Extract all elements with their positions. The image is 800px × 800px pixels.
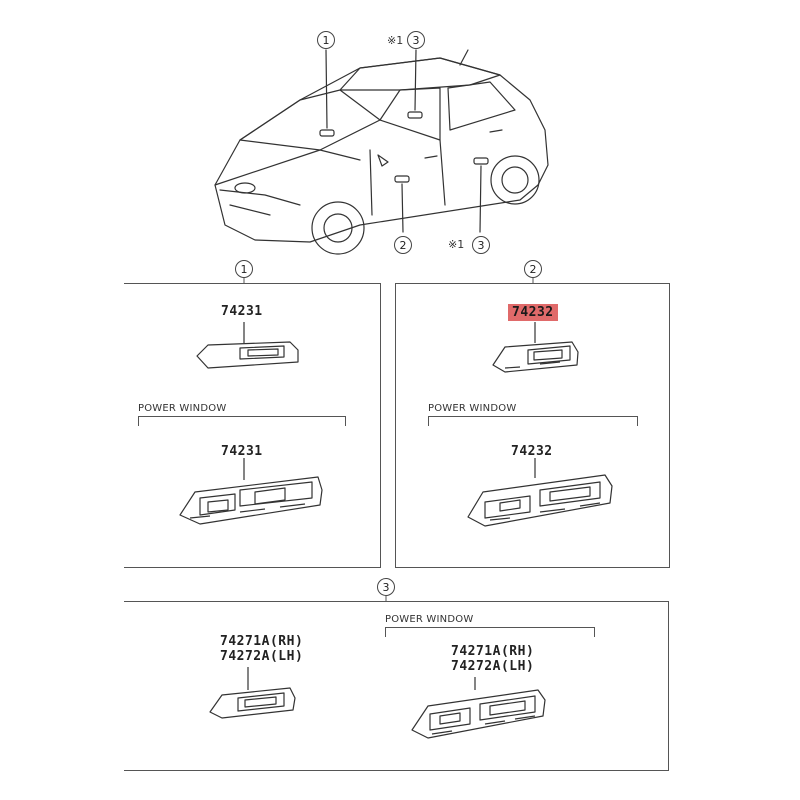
callout-2: 2 [394,236,412,254]
panel-3-right-part-lh: 74272A(LH) [451,659,535,674]
note-mark-top: ※1 [387,34,404,47]
panel-2-bracket [428,416,638,426]
panel-1-group-label: POWER WINDOW [138,403,227,414]
panel-2: 74232 POWER WINDOW 74232 [395,283,670,568]
callout-3-bottom: 3 [472,236,490,254]
panel-3: 74271A(RH) 74272A(LH) POWER WINDOW 74271… [124,601,669,771]
panel-2-part-bottom: 74232 [511,444,553,459]
panel-1-callout: 1 [235,260,253,278]
panel-3-callout: 3 [377,578,395,596]
panel-3-bracket [385,627,595,637]
panel-3-left-part-lh: 74272A(LH) [220,649,304,664]
panel-1: 74231 POWER WINDOW 74231 [124,283,381,568]
panel-1-part-bottom: 74231 [221,444,263,459]
panel-3-right-part-rh: 74271A(RH) [451,644,535,659]
panel-1-bracket [138,416,346,426]
note-mark-bottom: ※1 [448,238,465,251]
panel-3-group-label: POWER WINDOW [385,614,474,625]
callout-1: 1 [317,31,335,49]
callout-3-top: 3 [407,31,425,49]
panel-2-callout: 2 [524,260,542,278]
panel-2-part-top: 74232 [508,304,558,321]
panel-3-left-part-rh: 74271A(RH) [220,634,304,649]
panel-2-group-label: POWER WINDOW [428,403,517,414]
panel-1-part-top: 74231 [221,304,263,319]
